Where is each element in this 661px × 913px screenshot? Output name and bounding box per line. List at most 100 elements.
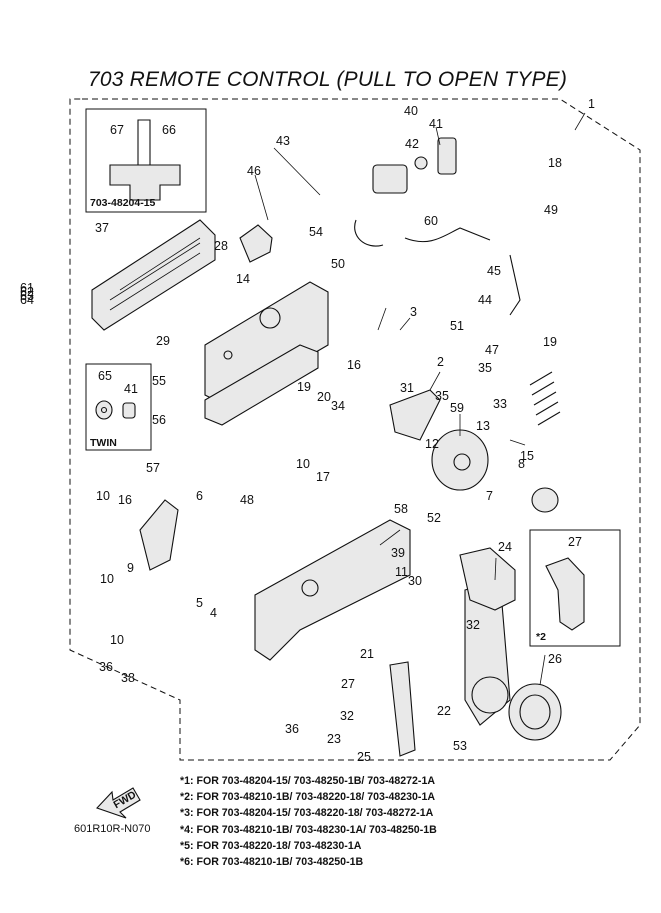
callout-16: 16 [118,493,132,507]
callout-13: 13 [476,419,490,433]
callout-63: 63 [20,289,34,303]
callout-3: 3 [410,305,417,319]
callout-40: 40 [404,104,418,118]
callout-16: 16 [347,358,361,372]
callout-53: 53 [453,739,467,753]
callout-60: 60 [424,214,438,228]
note-line: *3: FOR 703-48204-15/ 703-48220-18/ 703-… [180,807,434,820]
callout-34: 34 [331,399,345,413]
shroud-62 [254,519,411,661]
callout-59: 59 [450,401,464,415]
twin-label: TWIN [90,437,117,449]
callout-43: 43 [276,134,290,148]
callout-12: 12 [425,437,439,451]
callout-7: 7 [486,489,493,503]
callout-35: 35 [478,361,492,375]
callout-19: 19 [543,335,557,349]
spring-22 [529,371,561,426]
housing-59-60 [204,281,329,426]
callout-32: 32 [466,618,480,632]
note-line: *2: FOR 703-48210-1B/ 703-48220-18/ 703-… [180,791,436,804]
diagram-title: 703 REMOTE CONTROL (PULL TO OPEN TYPE) [88,68,568,91]
fwd-arrow-icon: FWD [96,787,141,819]
callout-38: 38 [121,671,135,685]
callout-6: 6 [196,489,203,503]
twin-part-65: 65 [98,369,112,383]
callout-5: 5 [196,596,203,610]
star2-mark: *2 [536,631,546,643]
gear-16 [531,487,559,513]
cam-63 [431,429,489,491]
callout-45: 45 [487,264,501,278]
callout-23: 23 [327,732,341,746]
callout-36: 36 [99,660,113,674]
callout-50: 50 [331,257,345,271]
callout-57: 57 [146,461,160,475]
callout-1: 1 [588,97,595,111]
callout-58: 58 [394,502,408,516]
twin-part-41: 41 [124,382,138,396]
callout-46: 46 [247,164,261,178]
callout-14: 14 [236,272,250,286]
leader-lines [254,112,586,686]
lever-57 [464,579,562,741]
callout-56: 56 [152,413,166,427]
callout-29: 29 [156,334,170,348]
inset-label-66: 66 [162,123,176,137]
inset-twin-box: 65 41 TWIN [85,363,152,451]
harness-48 [404,227,521,316]
callout-21: 21 [360,647,374,661]
callout-22: 22 [437,704,451,718]
callout-51: 51 [450,319,464,333]
note-line: *1: FOR 703-48204-15/ 703-48250-1B/ 703-… [180,775,436,787]
callout-48: 48 [240,493,254,507]
callout-30: 30 [408,574,422,588]
callout-41: 41 [429,117,443,131]
callout-36: 36 [285,722,299,736]
callout-37: 37 [95,221,109,235]
callout-49: 49 [544,203,558,217]
callout-42: 42 [405,137,419,151]
callout-15: 15 [520,449,534,463]
inset-star2-box: 27 *2 [529,529,621,647]
callout-20: 20 [317,390,331,404]
applicability-notes: *1: FOR 703-48204-15/ 703-48250-1B/ 703-… [180,773,437,870]
callout-52: 52 [427,511,441,525]
inset-top-box: 67 66 703-48204-15 [85,108,207,213]
callout-39: 39 [391,546,405,560]
callout-10: 10 [100,572,114,586]
callout-19: 19 [297,380,311,394]
callout-47: 47 [485,343,499,357]
callout-31: 31 [400,381,414,395]
callout-26: 26 [548,652,562,666]
callout-11: 11 [395,565,408,579]
callout-32: 32 [340,709,354,723]
callout-25: 25 [357,750,371,764]
callout-18: 18 [548,156,562,170]
note-line: *4: FOR 703-48210-1B/ 703-48230-1A/ 703-… [180,823,437,836]
callout-10: 10 [96,489,110,503]
bracket-2 [389,389,441,441]
ring-54 [354,219,384,247]
callout-27: 27 [341,677,355,691]
callout-8: 8 [518,457,525,471]
inset-label-67: 67 [110,123,124,137]
cover-41 [91,219,216,331]
callout-62: 62 [20,285,34,299]
link-rod-28 [389,661,416,757]
callout-28: 28 [214,239,228,253]
callout-24: 24 [498,540,512,554]
inset-part-number: 703-48204-15 [90,197,156,209]
note-line: *6: FOR 703-48210-1B/ 703-48250-1B [180,856,364,869]
callout-54: 54 [309,225,323,239]
callout-17: 17 [316,470,330,484]
callout-33: 33 [493,397,507,411]
callout-9: 9 [127,561,134,575]
callout-35: 35 [435,389,449,403]
bracket-61 [139,499,179,571]
callout-10: 10 [110,633,124,647]
callout-64: 64 [20,293,34,307]
assembly-boundary [69,98,641,761]
callout-44: 44 [478,293,492,307]
